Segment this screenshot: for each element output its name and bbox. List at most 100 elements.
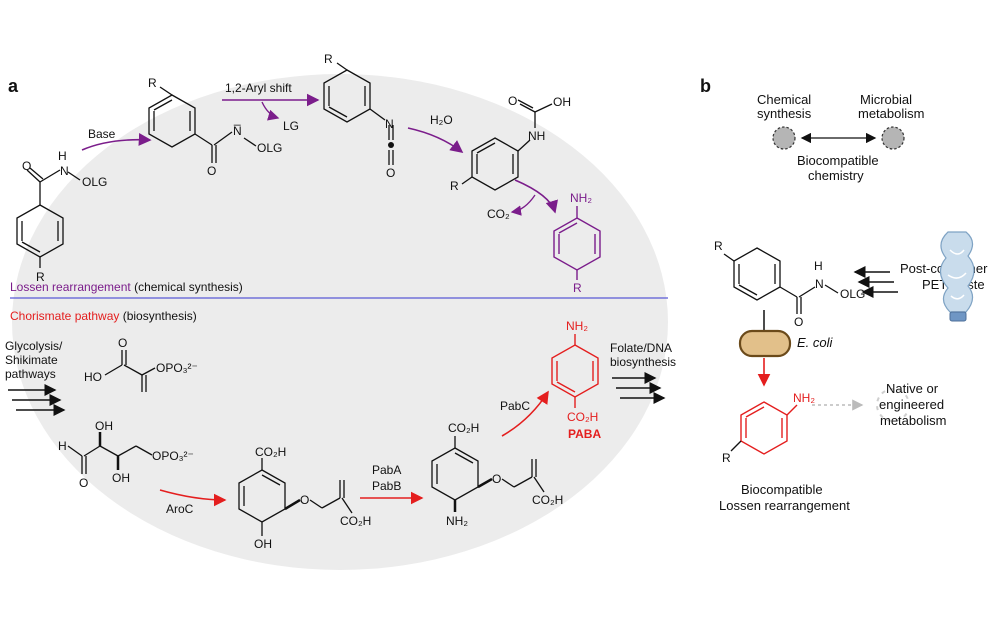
panel-label-b: b bbox=[700, 76, 711, 96]
structure-paba bbox=[551, 334, 599, 408]
label-chem-1: Chemical bbox=[757, 92, 811, 107]
label-b-h: H bbox=[814, 259, 823, 273]
label-chem-2: synthesis bbox=[757, 106, 812, 121]
label-aroc: AroC bbox=[166, 502, 194, 516]
arrow-decarboxylation bbox=[514, 179, 558, 214]
label-b-lossen-2: Lossen rearrangement bbox=[719, 498, 850, 513]
label-b-r: R bbox=[714, 239, 723, 253]
ecoli-cell-icon bbox=[738, 329, 792, 358]
label-e4p-oh-1: OH bbox=[95, 419, 113, 433]
label-n-3: N bbox=[385, 117, 394, 131]
label-pep-opo3: OPO₃²⁻ bbox=[156, 361, 198, 375]
label-pep-o: O bbox=[118, 336, 127, 350]
label-b-olg: OLG bbox=[840, 287, 865, 301]
label-o-2: O bbox=[207, 164, 216, 178]
label-paba-nh2: NH₂ bbox=[566, 319, 588, 333]
label-olg: OLG bbox=[82, 175, 107, 189]
caption-lossen: Lossen rearrangement (chemical synthesis… bbox=[10, 280, 243, 294]
caption-lossen-plain: (chemical synthesis) bbox=[131, 280, 243, 294]
label-o-3: O bbox=[386, 166, 395, 180]
label-r-5: R bbox=[573, 281, 582, 295]
label-bio-2: chemistry bbox=[808, 168, 864, 183]
label-e4p-h: H bbox=[58, 439, 67, 453]
structure-anion bbox=[148, 86, 257, 163]
label-r-4: R bbox=[450, 179, 459, 193]
chemical-synthesis-node bbox=[772, 126, 796, 150]
background-oval bbox=[12, 74, 668, 570]
structure-isocyanate bbox=[323, 62, 394, 165]
label-adc-co2h-2: CO₂H bbox=[532, 493, 563, 507]
arrow-pabc bbox=[501, 390, 549, 437]
structure-adc bbox=[431, 436, 545, 512]
label-pep-ho: HO bbox=[84, 370, 102, 384]
label-o-4: O bbox=[508, 94, 517, 108]
label-native-1: Native or bbox=[886, 381, 939, 396]
label-co2: CO₂ bbox=[487, 207, 510, 221]
label-r-2: R bbox=[148, 76, 157, 90]
label-pabc: PabC bbox=[500, 399, 530, 413]
label-glycolysis-3: pathways bbox=[5, 367, 56, 381]
label-native-2: engineered bbox=[879, 397, 944, 412]
caption-chorismate: Chorismate pathway (biosynthesis) bbox=[10, 309, 197, 323]
label-o: O bbox=[22, 159, 31, 173]
microbial-metabolism-node bbox=[881, 126, 905, 150]
structure-e4p bbox=[67, 432, 153, 474]
label-micro-1: Microbial bbox=[860, 92, 912, 107]
label-ecoli: E. coli bbox=[797, 335, 834, 350]
label-native-3: metabolism bbox=[880, 413, 946, 428]
pet-bottle-icon bbox=[939, 231, 975, 322]
arrow-co2-leave bbox=[510, 194, 536, 216]
structure-carbamic-acid bbox=[461, 99, 553, 191]
label-adc-nh2: NH₂ bbox=[446, 514, 468, 528]
label-nh: NH bbox=[528, 129, 545, 143]
label-pabab-1: PabA bbox=[372, 463, 401, 477]
arrow-hydrolysis bbox=[407, 127, 464, 153]
label-micro-2: metabolism bbox=[858, 106, 924, 121]
caption-chorismate-colored: Chorismate pathway bbox=[10, 309, 119, 323]
label-paba-co2h: CO₂H bbox=[567, 410, 598, 424]
label-bio-1: Biocompatible bbox=[797, 153, 879, 168]
label-r-3: R bbox=[324, 52, 333, 66]
structure-pep bbox=[104, 350, 156, 392]
arrows-folate bbox=[612, 372, 666, 404]
label-olg-2: OLG bbox=[257, 141, 282, 155]
label-nh2: NH₂ bbox=[570, 191, 592, 205]
label-b-o: O bbox=[794, 315, 803, 329]
label-r: R bbox=[36, 270, 45, 284]
arrow-aroc bbox=[159, 489, 227, 507]
label-folate-1: Folate/DNA bbox=[610, 341, 672, 355]
arrow-base bbox=[81, 133, 152, 151]
label-h2o: H₂O bbox=[430, 113, 453, 127]
label-e4p-o: O bbox=[79, 476, 88, 490]
label-glycolysis-1: Glycolysis/ bbox=[5, 339, 63, 353]
label-glycolysis-2: Shikimate bbox=[5, 353, 58, 367]
structure-hydroxamate bbox=[16, 167, 81, 268]
label-paba: PABA bbox=[568, 427, 601, 441]
label-b-r-2: R bbox=[722, 451, 731, 465]
label-lg: LG bbox=[283, 119, 299, 133]
label-chor-oh: OH bbox=[254, 537, 272, 551]
structure-aniline bbox=[553, 206, 601, 280]
label-h: H bbox=[58, 149, 67, 163]
label-n: N bbox=[60, 164, 69, 178]
label-b-nh2: NH₂ bbox=[793, 391, 815, 405]
structure-b-aniline bbox=[740, 401, 798, 455]
label-aryl-shift: 1,2-Aryl shift bbox=[225, 81, 292, 95]
label-chor-co2h-1: CO₂H bbox=[255, 445, 286, 459]
label-adc-co2h-1: CO₂H bbox=[448, 421, 479, 435]
label-base: Base bbox=[88, 127, 116, 141]
caption-chorismate-plain: (biosynthesis) bbox=[119, 309, 196, 323]
label-b-lossen-1: Biocompatible bbox=[741, 482, 823, 497]
label-folate-2: biosynthesis bbox=[610, 355, 676, 369]
structure-chorismate bbox=[238, 458, 353, 536]
label-adc-o: O bbox=[492, 472, 501, 486]
arrow-lg-leave bbox=[261, 101, 280, 121]
label-pabab-2: PabB bbox=[372, 479, 401, 493]
label-chor-o: O bbox=[300, 493, 309, 507]
caption-lossen-colored: Lossen rearrangement bbox=[10, 280, 131, 294]
structure-b-hydroxamate bbox=[723, 247, 839, 314]
label-chor-co2h-2: CO₂H bbox=[340, 514, 371, 528]
label-e4p-oh-2: OH bbox=[112, 471, 130, 485]
